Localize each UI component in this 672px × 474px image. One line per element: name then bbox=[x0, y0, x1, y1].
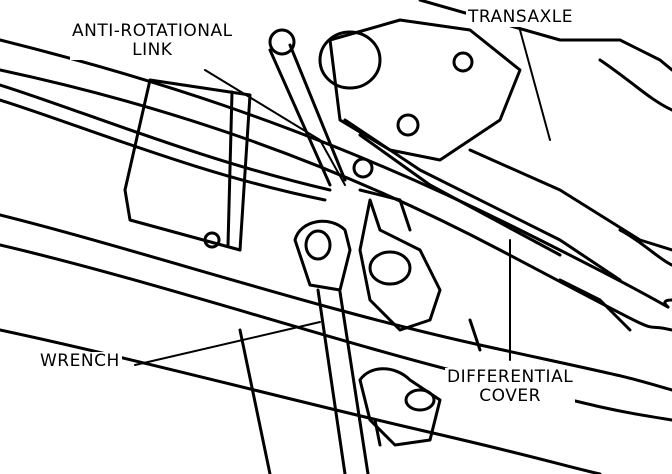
mount-bushing bbox=[318, 30, 382, 90]
label-differential-line1: DIFFERENTIAL bbox=[447, 367, 574, 387]
link-rod bbox=[0, 83, 332, 192]
label-wrench: WRENCH bbox=[38, 351, 122, 371]
label-anti-rotational-line1: ANTI-ROTATIONAL bbox=[72, 21, 233, 41]
leader-wrench bbox=[134, 321, 321, 366]
label-differential-line2: COVER bbox=[479, 386, 541, 406]
bushing-housing bbox=[358, 198, 442, 332]
mount-bracket bbox=[328, 18, 522, 162]
label-transaxle: TRANSAXLE bbox=[466, 7, 575, 27]
label-anti-rotational-link: ANTI-ROTATIONAL LINK bbox=[70, 22, 235, 60]
label-anti-rotational-line2: LINK bbox=[132, 40, 173, 60]
frame-rail-upper bbox=[0, 38, 672, 309]
leader-anti-rotational bbox=[204, 69, 346, 186]
frame-rail-upper-2 bbox=[0, 68, 672, 332]
label-differential-cover: DIFFERENTIAL COVER bbox=[445, 367, 576, 406]
lower-bushing bbox=[358, 367, 442, 447]
wrench-head bbox=[293, 219, 352, 292]
wrench-handle bbox=[316, 288, 347, 474]
frame-rail-lower-2 bbox=[0, 243, 672, 422]
bracket-plate bbox=[123, 78, 252, 252]
leader-transaxle bbox=[519, 29, 551, 141]
link-ball-joint bbox=[268, 28, 296, 56]
frame-rail-lower bbox=[0, 213, 672, 392]
